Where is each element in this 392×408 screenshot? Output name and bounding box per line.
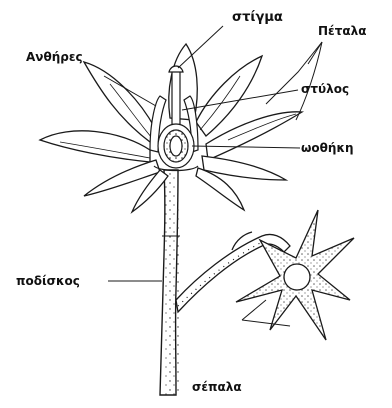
- pedicel-label: ποδίσκος: [16, 275, 80, 287]
- main-stem: [160, 170, 180, 395]
- petals-label: Πέταλα: [318, 25, 366, 37]
- branch-stem: [176, 232, 290, 312]
- anthers-label: Ανθήρες: [26, 51, 83, 63]
- style-label: στύλος: [301, 83, 349, 95]
- ovary-label: ωοθήκη: [301, 142, 354, 154]
- sepals-label: σέπαλα: [192, 381, 242, 393]
- stigma-label: στίγμα: [232, 11, 283, 24]
- sepal-star: [236, 210, 354, 340]
